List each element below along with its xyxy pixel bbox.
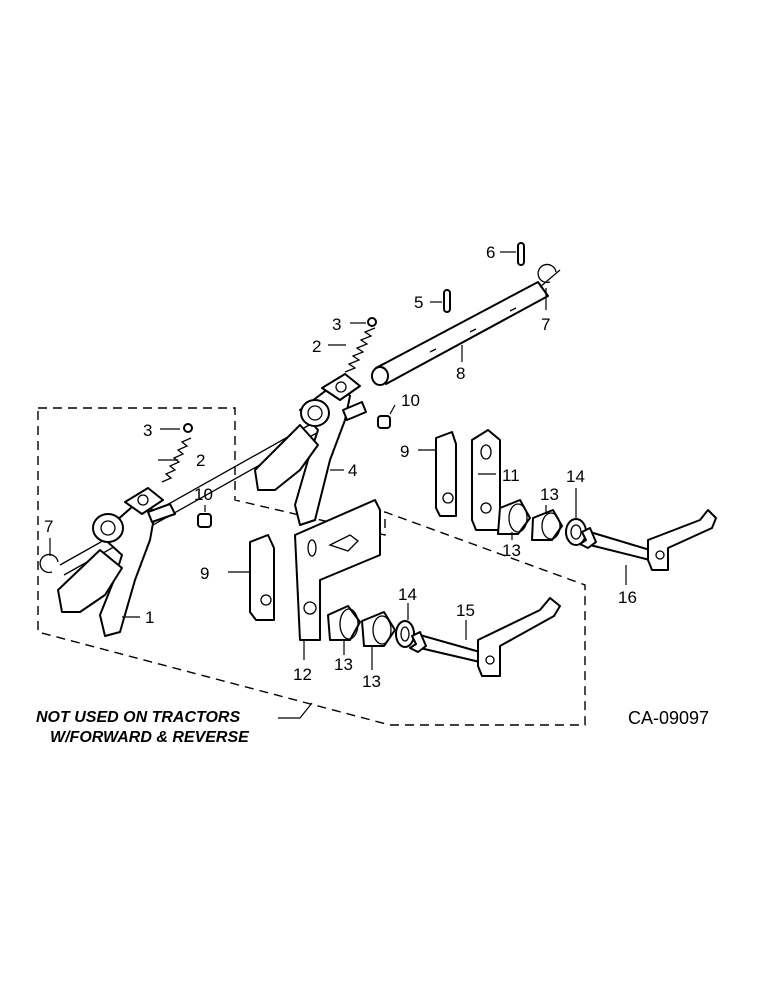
shift-fork-4 [254, 373, 367, 526]
shift-shaft-16 [579, 509, 717, 571]
callout-3-upper: 3 [332, 315, 341, 334]
bushing-upper [377, 415, 391, 429]
callout-4: 4 [348, 461, 357, 480]
callout-9-lower: 9 [200, 564, 209, 583]
callout-9-upper: 9 [400, 442, 409, 461]
bearing-set-upper [497, 499, 587, 546]
snap-ring-lower [39, 553, 59, 574]
callout-8: 8 [456, 364, 465, 383]
shift-shaft-15 [409, 597, 561, 677]
callout-labels: 3 2 3 2 5 6 7 8 7 10 10 9 9 4 1 11 12 13… [44, 243, 637, 691]
callout-7-lower: 7 [44, 517, 53, 536]
callout-13-upper-a: 13 [540, 485, 559, 504]
support-bracket [294, 499, 381, 641]
not-used-boundary [37, 407, 586, 726]
callout-14-lower: 14 [398, 585, 417, 604]
callout-13-lower-b: 13 [362, 672, 381, 691]
callout-16: 16 [618, 588, 637, 607]
callout-11: 11 [502, 466, 520, 485]
callout-2-upper: 2 [312, 337, 321, 356]
callout-1: 1 [145, 608, 154, 627]
lever-lower [249, 534, 275, 621]
callout-14-upper: 14 [566, 467, 585, 486]
callout-7-upper: 7 [541, 315, 550, 334]
detent-ball-lower [183, 423, 193, 433]
bearing-set-lower [327, 605, 415, 648]
note-line-2: W/FORWARD & REVERSE [50, 729, 250, 746]
drawing-code: CA-09097 [628, 708, 709, 728]
callout-6: 6 [486, 243, 495, 262]
snap-ring-upper [537, 263, 557, 284]
callout-10-lower: 10 [194, 485, 213, 504]
callout-5: 5 [414, 293, 423, 312]
leader-lines [49, 251, 627, 719]
callout-15: 15 [456, 601, 475, 620]
note-line-1: NOT USED ON TRACTORS [36, 709, 240, 726]
detent-ball-upper [367, 317, 377, 327]
callout-2-lower: 2 [196, 451, 205, 470]
lever-upper [435, 431, 457, 517]
pin-6 [517, 242, 525, 266]
callout-3-lower: 3 [143, 421, 152, 440]
callout-13-lower-a: 13 [334, 655, 353, 674]
shift-fork-1 [57, 487, 176, 637]
callout-13-upper-b: 13 [502, 541, 521, 560]
pin-5 [443, 289, 451, 313]
detent-spring-upper [344, 327, 376, 373]
callout-10-upper: 10 [401, 391, 420, 410]
bushing-lower [197, 513, 212, 528]
callout-12: 12 [293, 665, 312, 684]
shift-rail [371, 269, 561, 386]
